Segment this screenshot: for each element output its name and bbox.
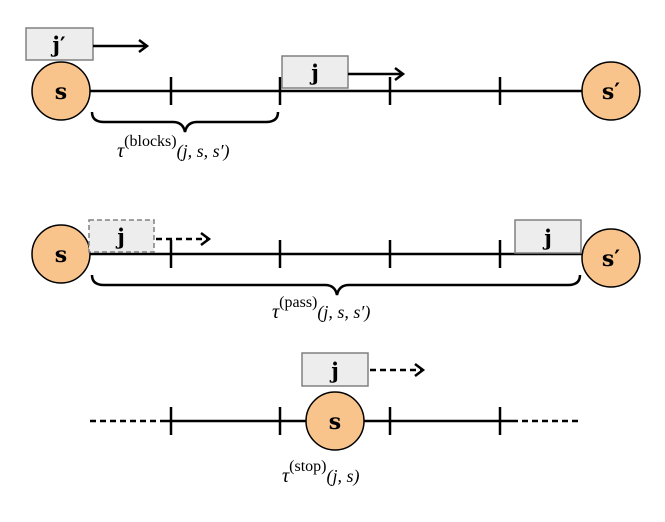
station-s-label: s <box>55 79 67 105</box>
station-s <box>305 391 365 451</box>
tau-arguments: (j, s) <box>327 466 360 487</box>
panel-blocks: s s′ j′ j τ(blocks)(j, s, s′) <box>25 27 641 162</box>
station-s-label: s <box>55 242 67 268</box>
panel-stop: s j τ(stop)(j, s) <box>90 352 582 487</box>
station-s <box>31 61 91 121</box>
job-j-ghost-label: j <box>115 224 125 249</box>
station-s-prime-label: s′ <box>602 246 620 272</box>
tau-superscript: (blocks) <box>124 133 176 150</box>
right-arrow-icon <box>348 67 406 81</box>
job-j-ghost-box <box>88 219 155 253</box>
job-j-prime-box <box>25 27 94 61</box>
job-j-label: j <box>309 60 319 85</box>
station-s-prime-label: s′ <box>602 79 620 105</box>
tau-symbol: τ <box>117 140 125 162</box>
station-s <box>31 224 91 284</box>
brace-pass <box>90 274 582 296</box>
tau-arguments: (j, s, s′) <box>317 302 370 323</box>
tau-symbol: τ <box>282 465 290 487</box>
tau-superscript: (stop) <box>289 458 326 475</box>
right-arrow-icon <box>93 39 150 53</box>
station-s-label: s <box>329 409 341 435</box>
job-j-box <box>301 352 369 387</box>
tau-blocks-label: τ(blocks)(j, s, s′) <box>117 133 230 162</box>
brace-blocks <box>90 111 280 133</box>
tau-pass-label: τ(pass)(j, s, s′) <box>272 294 370 323</box>
tau-arguments: (j, s, s′) <box>177 141 230 162</box>
job-j-prime-label: j′ <box>50 32 66 57</box>
job-j-label: j <box>542 225 552 250</box>
panel-pass: s s′ j j τ(pass)(j, s, s′) <box>31 219 641 323</box>
dashed-right-arrow-icon <box>156 232 212 246</box>
tau-superscript: (pass) <box>279 294 317 311</box>
tau-symbol: τ <box>272 301 280 323</box>
job-j-label: j <box>329 358 339 383</box>
station-s-prime <box>581 228 641 288</box>
dashed-right-arrow-icon <box>370 363 426 377</box>
job-j-box <box>281 55 349 89</box>
tau-stop-label: τ(stop)(j, s) <box>282 458 360 487</box>
station-s-prime <box>581 61 641 121</box>
job-j-box <box>514 219 582 254</box>
